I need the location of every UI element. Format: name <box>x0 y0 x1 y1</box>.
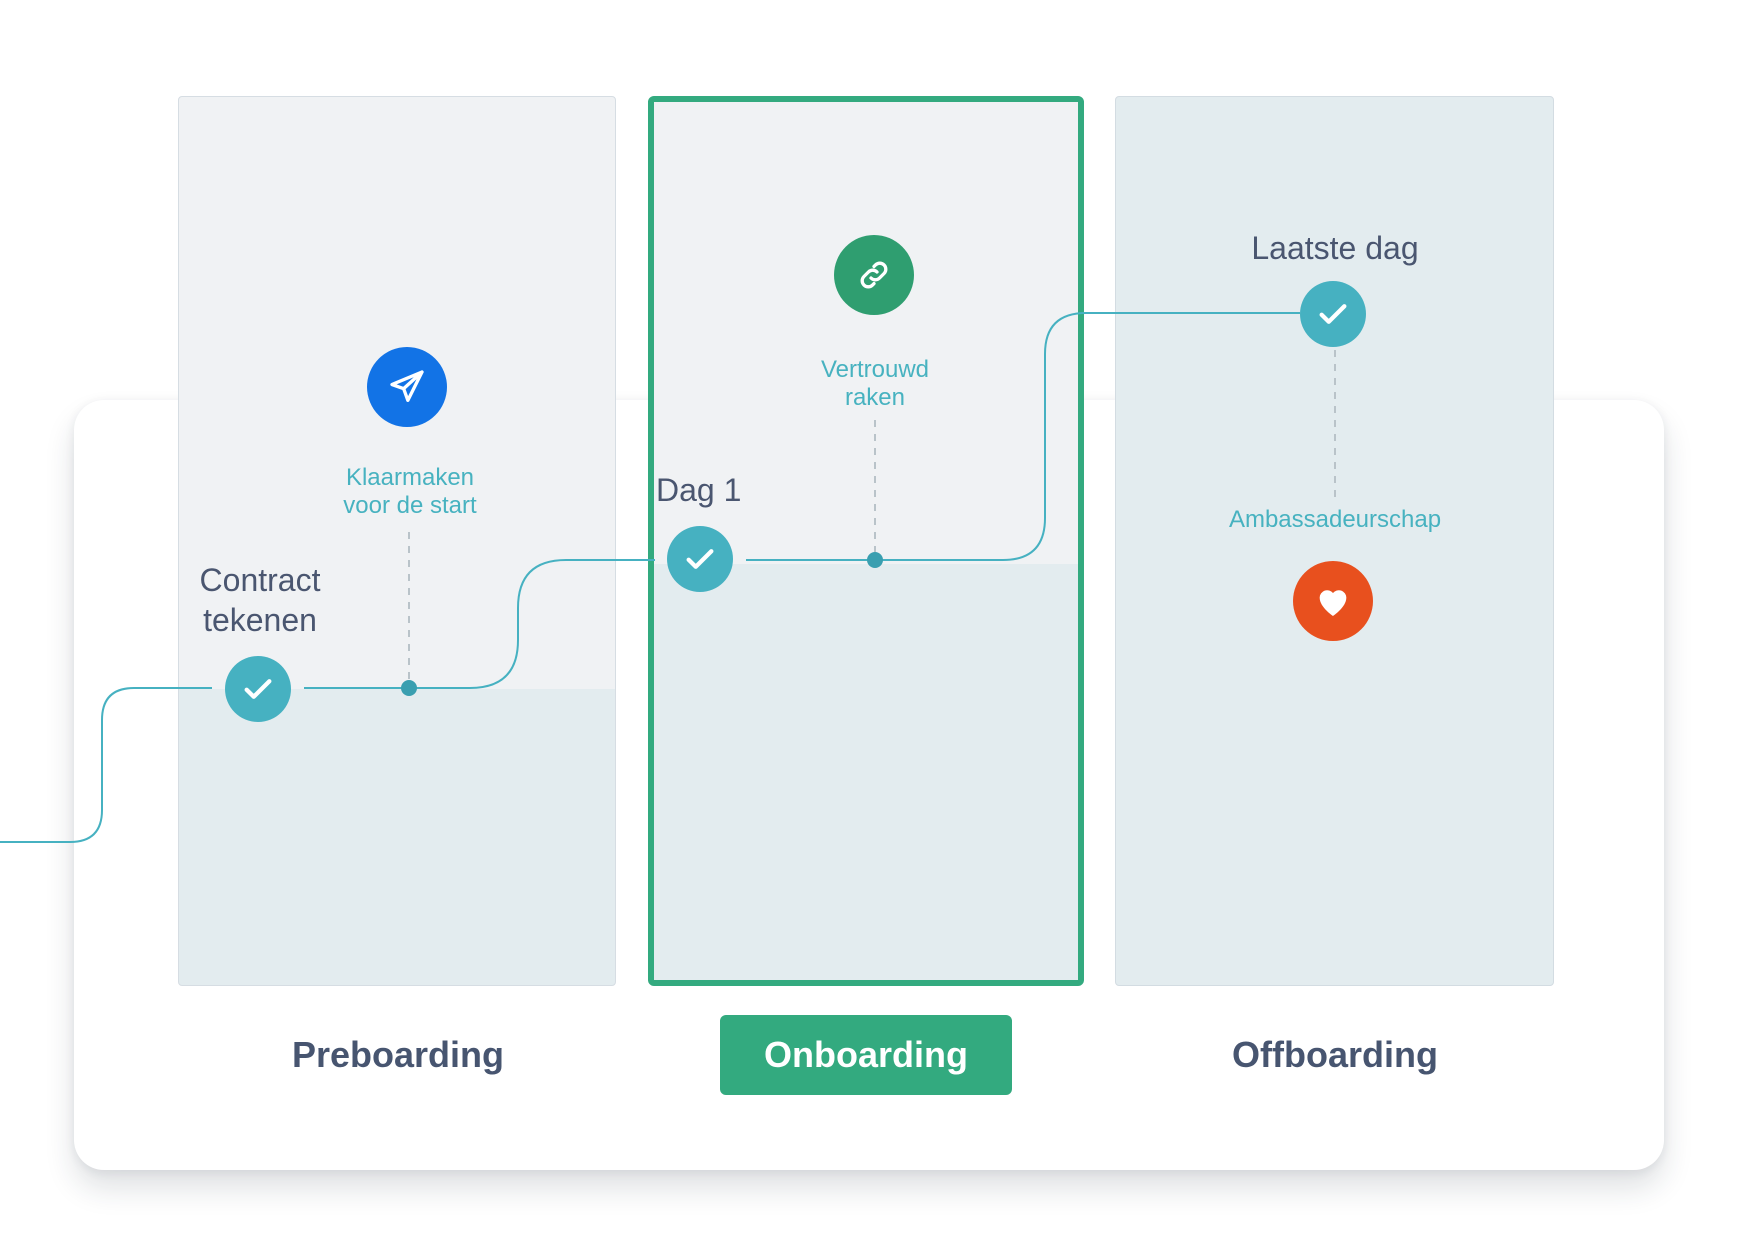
step-vertrouwd-label: Vertrouwd raken <box>820 356 930 411</box>
check-icon[interactable] <box>1300 281 1366 347</box>
milestone-contract-label: Contract tekenen <box>199 562 321 638</box>
timeline-line <box>0 312 1300 843</box>
link-icon[interactable] <box>794 235 954 375</box>
milestone-laatste-dag-label: Laatste dag <box>1251 230 1419 266</box>
phase-offboarding-label[interactable]: Offboarding <box>1232 1034 1438 1075</box>
offboarding-column[interactable] <box>1115 96 1554 986</box>
step-ambassadeurschap-label: Ambassadeurschap <box>1228 506 1442 533</box>
paper-plane-icon[interactable] <box>327 347 487 487</box>
phase-preboarding-label[interactable]: Preboarding <box>291 1034 505 1075</box>
preboarding-column[interactable] <box>178 96 616 986</box>
check-icon[interactable] <box>225 656 291 722</box>
step-klaarmaken-label: Klaarmaken voor de start <box>343 464 477 519</box>
milestone-dag1-label: Dag 1 <box>656 472 742 508</box>
check-icon[interactable] <box>667 526 733 592</box>
phase-onboarding-label[interactable]: Onboarding <box>720 1015 1012 1095</box>
klaarmaken-dot <box>401 680 417 696</box>
vertrouwd-dot <box>867 552 883 568</box>
heart-icon[interactable] <box>1253 561 1413 701</box>
